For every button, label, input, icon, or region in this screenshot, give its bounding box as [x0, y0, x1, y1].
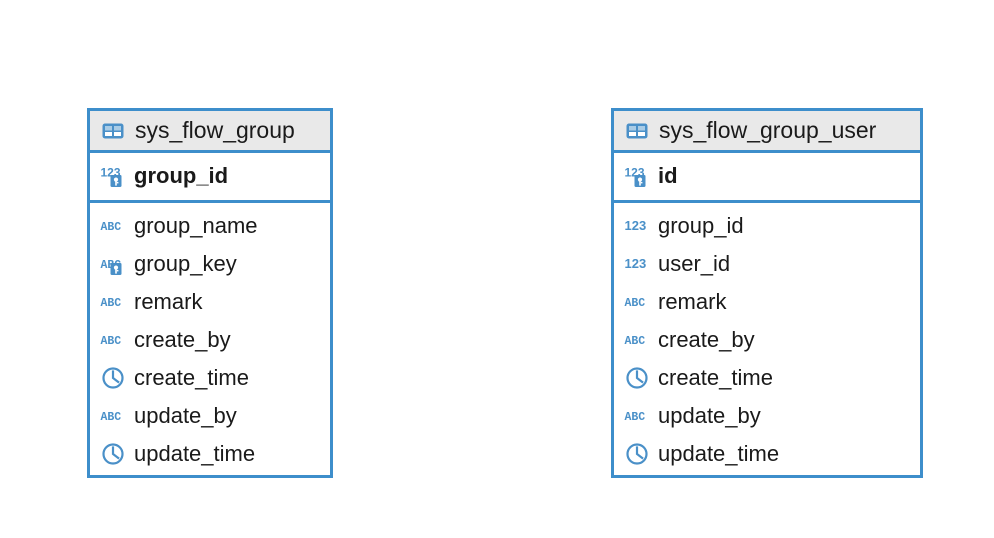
column-name: group_id	[658, 213, 744, 238]
column-row[interactable]: ABC remark	[614, 283, 920, 321]
svg-text:ABC: ABC	[625, 297, 646, 310]
text-icon: ABC	[624, 289, 650, 315]
text-icon: ABC	[100, 327, 126, 353]
table-icon	[100, 118, 126, 144]
text-icon: ABC	[100, 213, 126, 239]
column-row[interactable]: ABC group_name	[90, 207, 330, 245]
clock-icon	[624, 365, 650, 391]
column-row[interactable]: ABC create_by	[614, 321, 920, 359]
column-row[interactable]: ABC update_by	[614, 397, 920, 435]
column-name: group_name	[134, 213, 258, 238]
column-name: update_by	[658, 403, 761, 428]
entity-header[interactable]: sys_flow_group	[90, 111, 330, 153]
column-row[interactable]: 123 group_id	[614, 207, 920, 245]
svg-text:ABC: ABC	[625, 411, 646, 424]
svg-text:123: 123	[625, 256, 647, 271]
svg-text:ABC: ABC	[101, 335, 122, 348]
column-row[interactable]: create_time	[614, 359, 920, 397]
table-icon	[624, 118, 650, 144]
number-icon: 123	[624, 251, 650, 277]
column-row[interactable]: update_time	[614, 435, 920, 473]
column-row[interactable]: ABC group_key	[90, 245, 330, 283]
primary-key-section: 123 id	[614, 153, 920, 203]
column-name: create_time	[134, 365, 249, 390]
column-name: group_key	[134, 251, 237, 276]
entity-title: sys_flow_group	[135, 117, 295, 143]
column-name: id	[658, 163, 678, 188]
number-icon: 123	[624, 213, 650, 239]
column-name: create_by	[658, 327, 755, 352]
entity-table-sys-flow-group[interactable]: sys_flow_group 123 group_id	[87, 108, 333, 478]
column-row[interactable]: ABC create_by	[90, 321, 330, 359]
clock-icon	[624, 441, 650, 467]
column-row[interactable]: ABC update_by	[90, 397, 330, 435]
svg-text:ABC: ABC	[101, 297, 122, 310]
svg-text:ABC: ABC	[625, 335, 646, 348]
clock-icon	[100, 441, 126, 467]
entity-header[interactable]: sys_flow_group_user	[614, 111, 920, 153]
column-row[interactable]: 123 user_id	[614, 245, 920, 283]
number-key-icon: 123	[100, 163, 126, 189]
entity-title: sys_flow_group_user	[659, 117, 877, 143]
column-row-primary-key[interactable]: 123 id	[614, 157, 920, 195]
text-icon: ABC	[624, 403, 650, 429]
text-icon: ABC	[100, 403, 126, 429]
column-name: remark	[134, 289, 203, 314]
column-name: group_id	[134, 163, 229, 188]
svg-text:ABC: ABC	[101, 411, 122, 424]
column-row[interactable]: update_time	[90, 435, 330, 473]
svg-text:ABC: ABC	[101, 221, 122, 234]
columns-section: ABC group_name ABC group_key	[90, 203, 330, 479]
column-row[interactable]: ABC remark	[90, 283, 330, 321]
column-name: update_by	[134, 403, 237, 428]
text-key-icon: ABC	[100, 251, 126, 277]
column-name: create_by	[134, 327, 231, 352]
text-icon: ABC	[100, 289, 126, 315]
columns-section: 123 group_id 123 user_id ABC	[614, 203, 920, 479]
column-name: user_id	[658, 251, 731, 276]
number-key-icon: 123	[624, 163, 650, 189]
column-name: create_time	[658, 365, 773, 390]
column-row-primary-key[interactable]: 123 group_id	[90, 157, 330, 195]
primary-key-section: 123 group_id	[90, 153, 330, 203]
column-name: remark	[658, 289, 727, 314]
column-row[interactable]: create_time	[90, 359, 330, 397]
column-name: update_time	[658, 441, 780, 466]
entity-table-sys-flow-group-user[interactable]: sys_flow_group_user 123 id	[611, 108, 923, 478]
clock-icon	[100, 365, 126, 391]
svg-text:123: 123	[625, 218, 647, 233]
column-name: update_time	[134, 441, 256, 466]
text-icon: ABC	[624, 327, 650, 353]
